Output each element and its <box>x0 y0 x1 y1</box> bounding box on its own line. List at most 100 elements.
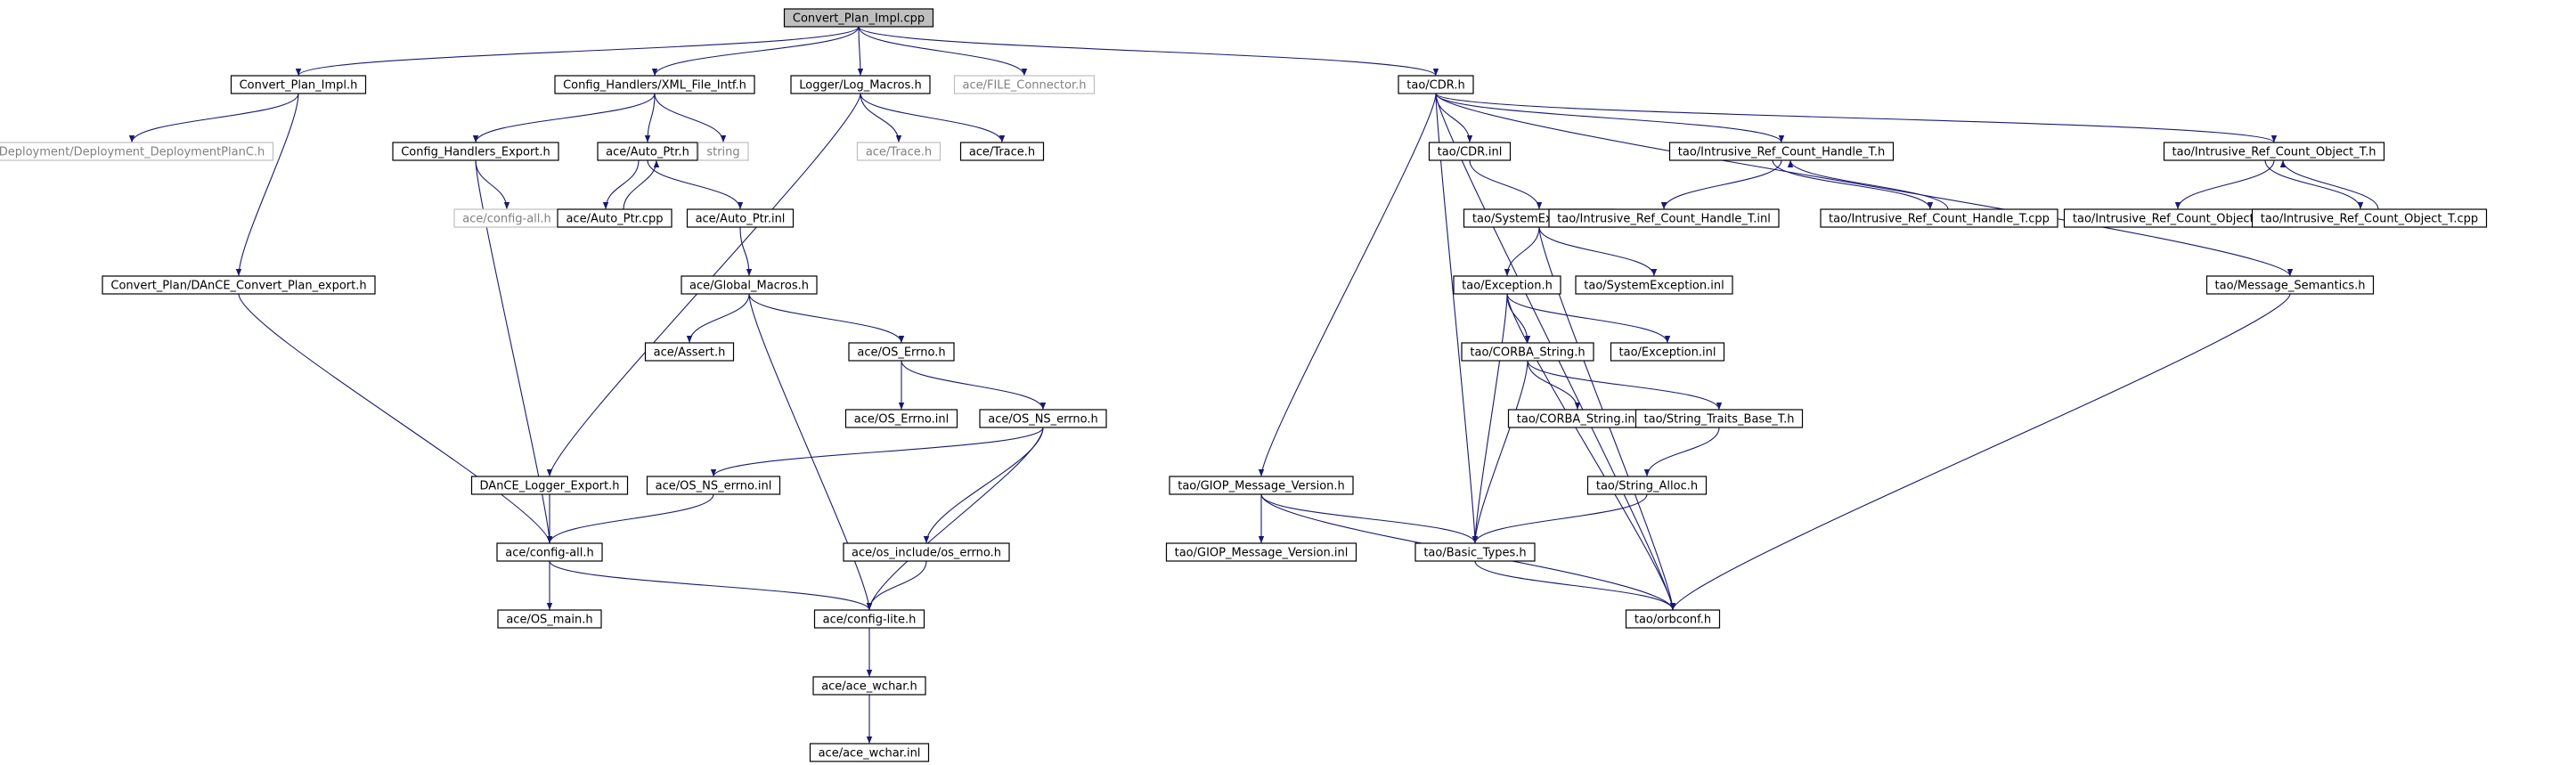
edge-irco-to-irco_cpp <box>2264 159 2364 210</box>
node-label: tao/String_Traits_Base_T.h <box>1644 413 1795 427</box>
node-label: tao/Basic_Types.h <box>1423 547 1526 560</box>
graph-node-msg_sem[interactable]: tao/Message_Semantics.h <box>2205 275 2375 295</box>
graph-node-cdr_h[interactable]: tao/CDR.h <box>1398 75 1474 94</box>
node-box <box>1586 476 1708 495</box>
edge-cpi_h-to-deploy_planc <box>128 93 299 143</box>
graph-node-sys_exc_inl[interactable]: tao/SystemException.inl <box>1575 275 1733 295</box>
edge-irch-to-irch_inl <box>1660 159 1782 210</box>
node-box <box>1625 609 1721 629</box>
graph-node-corba_string_h[interactable]: tao/CORBA_String.h <box>1461 342 1594 362</box>
node-box <box>0 142 274 161</box>
node-box <box>497 609 602 629</box>
graph-node-corba_string_inl[interactable]: tao/CORBA_String.inl <box>1507 409 1648 428</box>
node-box <box>646 476 781 495</box>
graph-node-irco_cpp[interactable]: tao/Intrusive_Ref_Count_Object_T.cpp <box>2251 208 2488 228</box>
graph-node-deploy_planc: Deployment/Deployment_DeploymentPlanC.h <box>0 142 274 161</box>
graph-node-basic_types[interactable]: tao/Basic_Types.h <box>1414 542 1536 562</box>
edge-corba_string_h-to-string_traits <box>1527 360 1723 411</box>
graph-node-os_ns_errno_h[interactable]: ace/OS_NS_errno.h <box>979 409 1107 428</box>
graph-node-irco_inl[interactable]: tao/Intrusive_Ref_Count_Object_T.inl <box>2063 208 2293 228</box>
graph-node-irch_inl[interactable]: tao/Intrusive_Ref_Count_Handle_T.inl <box>1548 208 1780 228</box>
graph-node-os_main[interactable]: ace/OS_main.h <box>497 609 602 629</box>
graph-node-dance_logger[interactable]: DAnCE_Logger_Export.h <box>470 476 629 495</box>
graph-node-os_ns_errno_inl[interactable]: ace/OS_NS_errno.inl <box>646 476 781 495</box>
graph-node-os_include_errno[interactable]: ace/os_include/os_errno.h <box>843 542 1010 562</box>
graph-node-assert_h[interactable]: ace/Assert.h <box>644 342 735 362</box>
graph-node-ace_wchar_inl[interactable]: ace/ace_wchar.inl <box>809 743 930 762</box>
edge-cdr_inl-to-sys_exc_h <box>1469 159 1543 210</box>
graph-node-config_lite[interactable]: ace/config-lite.h <box>813 609 925 629</box>
node-label: tao/SystemException.inl <box>1584 280 1724 293</box>
node-box <box>1668 142 1895 161</box>
graph-node-string_alloc[interactable]: tao/String_Alloc.h <box>1586 476 1708 495</box>
graph-node-cpi_h[interactable]: Convert_Plan_Impl.h <box>230 75 367 94</box>
graph-node-trace_u: ace/Trace.h <box>856 142 942 161</box>
edge-config_all_h-to-config_lite <box>549 560 873 611</box>
graph-node-trace_h[interactable]: ace/Trace.h <box>959 142 1045 161</box>
node-label: ace/ace_wchar.h <box>821 680 917 694</box>
node-box <box>2205 275 2375 295</box>
graph-node-giop_h[interactable]: tao/GIOP_Message_Version.h <box>1169 476 1354 495</box>
graph-node-os_errno_inl[interactable]: ace/OS_Errno.inl <box>844 409 958 428</box>
graph-node-file_conn: ace/FILE_Connector.h <box>953 75 1096 94</box>
graph-node-global_macros[interactable]: ace/Global_Macros.h <box>681 275 818 295</box>
edge-string_traits-to-string_alloc <box>1643 427 1720 477</box>
node-label: ace/Trace.h <box>969 146 1035 159</box>
edge-irch-to-irch_cpp <box>1772 159 1934 210</box>
node-box <box>1634 409 1804 428</box>
node-box <box>1461 342 1594 362</box>
edge-root-to-xml_intf <box>651 26 860 77</box>
edge-cdr_h-to-irch <box>1435 93 1785 143</box>
node-label: ace/config-lite.h <box>823 614 917 627</box>
edge-root-to-cdr_h <box>858 26 1439 77</box>
graph-node-config_all_h[interactable]: ace/config-all.h <box>496 542 603 562</box>
edge-sys_exc_h-to-sys_exc_inl <box>1538 226 1658 277</box>
node-box <box>1453 275 1561 295</box>
graph-node-irch[interactable]: tao/Intrusive_Ref_Count_Handle_T.h <box>1668 142 1895 161</box>
edge-exception_h-to-basic_types <box>1471 293 1508 544</box>
graph-node-orbconf[interactable]: tao/orbconf.h <box>1625 609 1721 629</box>
graph-node-exception_h[interactable]: tao/Exception.h <box>1453 275 1561 295</box>
edge-irco-to-irco_inl <box>2174 159 2275 210</box>
edge-ch_export-to-config_all_u <box>475 159 510 210</box>
node-label: ace/OS_main.h <box>506 614 592 627</box>
node-label: tao/GIOP_Message_Version.h <box>1178 480 1345 493</box>
node-box <box>2163 142 2385 161</box>
node-box <box>470 476 629 495</box>
node-label: Config_Handlers/XML_File_Intf.h <box>563 79 746 93</box>
graph-node-os_errno_h[interactable]: ace/OS_Errno.h <box>848 342 955 362</box>
graph-node-giop_inl[interactable]: tao/GIOP_Message_Version.inl <box>1165 542 1357 562</box>
graph-node-auto_ptr_h[interactable]: ace/Auto_Ptr.h <box>597 142 698 161</box>
node-box <box>953 75 1096 94</box>
node-box <box>2251 208 2488 228</box>
edge-exception_h-to-exception_inl <box>1506 293 1671 344</box>
graph-node-log_macros[interactable]: Logger/Log_Macros.h <box>790 75 931 94</box>
edge-auto_ptr_cpp-to-auto_ptr_h <box>623 159 660 210</box>
node-box <box>597 142 698 161</box>
node-box <box>1820 208 2058 228</box>
graph-node-ace_wchar_h[interactable]: ace/ace_wchar.h <box>812 676 926 696</box>
node-box <box>959 142 1045 161</box>
node-label: tao/Exception.h <box>1462 280 1553 293</box>
edge-root-to-log_macros <box>857 26 864 77</box>
graph-node-auto_ptr_inl[interactable]: ace/Auto_Ptr.inl <box>686 208 795 228</box>
graph-node-cdr_inl[interactable]: tao/CDR.inl <box>1428 142 1512 161</box>
node-box <box>813 609 925 629</box>
node-box <box>844 409 958 428</box>
graph-node-root[interactable]: Convert_Plan_Impl.cpp <box>783 8 934 28</box>
graph-node-irch_cpp[interactable]: tao/Intrusive_Ref_Count_Handle_T.cpp <box>1820 208 2058 228</box>
edge-msg_sem-to-orbconf <box>1669 293 2291 611</box>
graph-node-exception_inl[interactable]: tao/Exception.inl <box>1610 342 1725 362</box>
node-label: Convert_Plan_Impl.h <box>240 79 358 93</box>
graph-node-ch_export[interactable]: Config_Handlers_Export.h <box>392 142 559 161</box>
edges-layer <box>128 26 2379 744</box>
graph-node-dance_export[interactable]: Convert_Plan/DAnCE_Convert_Plan_export.h <box>102 275 376 295</box>
node-label: ace/ace_wchar.inl <box>819 747 921 761</box>
graph-node-auto_ptr_cpp[interactable]: ace/Auto_Ptr.cpp <box>557 208 673 228</box>
node-box <box>809 743 930 762</box>
node-box <box>1169 476 1354 495</box>
graph-node-irco[interactable]: tao/Intrusive_Ref_Count_Object_T.h <box>2163 142 2385 161</box>
graph-node-xml_intf[interactable]: Config_Handlers/XML_File_Intf.h <box>554 75 755 94</box>
graph-node-string_traits[interactable]: tao/String_Traits_Base_T.h <box>1634 409 1804 428</box>
